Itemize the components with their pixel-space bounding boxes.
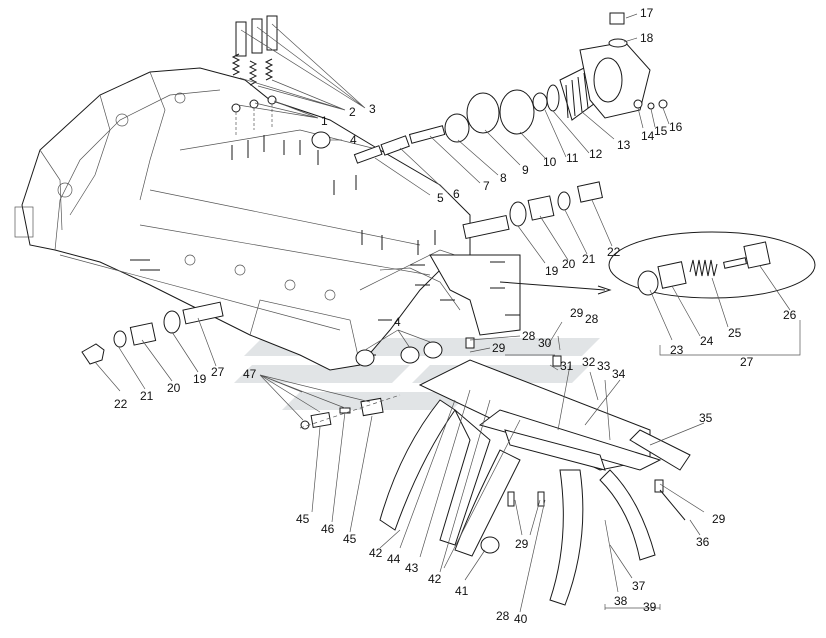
housing-studs xyxy=(130,135,520,356)
callout-4-bushings: 4 xyxy=(394,315,401,329)
callout-3: 3 xyxy=(369,102,376,116)
callout-labels: 1 2 3 4 5 6 7 8 9 10 11 12 13 14 15 16 1… xyxy=(114,6,797,626)
callout-28-b: 28 xyxy=(585,312,599,326)
shift-bushings xyxy=(355,337,562,367)
callout-40: 40 xyxy=(514,612,528,626)
callout-31: 31 xyxy=(560,359,574,373)
callout-12: 12 xyxy=(589,147,603,161)
callout-14: 14 xyxy=(641,129,655,143)
callout-26: 26 xyxy=(783,308,797,322)
callout-8: 8 xyxy=(500,171,507,185)
callout-11: 11 xyxy=(566,151,579,165)
callout-2: 2 xyxy=(349,105,356,119)
callout-10: 10 xyxy=(543,155,557,169)
callout-23: 23 xyxy=(670,343,684,357)
callout-27-left: 27 xyxy=(211,365,225,379)
callout-28-a: 28 xyxy=(522,329,536,343)
callout-18: 18 xyxy=(640,31,654,45)
callout-6: 6 xyxy=(453,187,460,201)
callout-45-b: 45 xyxy=(343,532,357,546)
gearbox-housing xyxy=(14,67,521,371)
callout-20-left: 20 xyxy=(167,381,181,395)
callout-37: 37 xyxy=(632,579,646,593)
callout-42-b: 42 xyxy=(428,572,442,586)
callout-33: 33 xyxy=(597,359,611,373)
shift-rails-forks xyxy=(379,359,691,606)
callout-1: 1 xyxy=(321,114,328,128)
callout-43: 43 xyxy=(405,561,419,575)
callout-32: 32 xyxy=(582,355,596,369)
interlock-parts xyxy=(299,394,401,430)
callout-22: 22 xyxy=(607,245,621,259)
callout-29-c: 29 xyxy=(712,512,726,526)
callout-21-left: 21 xyxy=(140,389,154,403)
detent-pins-springs-balls xyxy=(231,15,278,135)
callout-13: 13 xyxy=(617,138,631,152)
callout-25: 25 xyxy=(728,326,742,340)
callout-19-left: 19 xyxy=(193,372,207,386)
callout-21: 21 xyxy=(582,252,596,266)
callout-35: 35 xyxy=(699,411,713,425)
callout-46: 46 xyxy=(321,522,335,536)
callout-28-c: 28 xyxy=(496,609,510,623)
callout-20: 20 xyxy=(562,257,576,271)
left-detent-assembly xyxy=(81,301,224,365)
callout-19: 19 xyxy=(545,264,559,278)
callout-22-left: 22 xyxy=(114,397,128,411)
callout-38: 38 xyxy=(614,594,628,608)
callout-39: 39 xyxy=(643,600,657,614)
callout-9: 9 xyxy=(522,163,529,177)
callout-44: 44 xyxy=(387,552,401,566)
callout-17: 17 xyxy=(640,6,654,20)
callout-36: 36 xyxy=(696,535,710,549)
callout-41: 41 xyxy=(455,584,469,598)
detail-inset xyxy=(499,231,816,299)
callout-45-a: 45 xyxy=(296,512,310,526)
callout-42-a: 42 xyxy=(369,546,383,560)
callout-29-d: 29 xyxy=(515,537,529,551)
callout-29-b: 29 xyxy=(570,306,584,320)
callout-24: 24 xyxy=(700,334,714,348)
leader-lines xyxy=(94,13,801,613)
right-detent-assembly xyxy=(462,181,604,240)
callout-47: 47 xyxy=(243,367,257,381)
callout-4: 4 xyxy=(350,133,357,147)
rear-cover-assembly xyxy=(311,12,668,164)
callout-15: 15 xyxy=(654,124,668,138)
callout-29-a: 29 xyxy=(492,341,506,355)
callout-16: 16 xyxy=(669,120,683,134)
callout-30: 30 xyxy=(538,336,552,350)
callout-5: 5 xyxy=(437,191,444,205)
callout-34: 34 xyxy=(612,367,626,381)
callout-27: 27 xyxy=(740,355,754,369)
callout-7: 7 xyxy=(483,179,490,193)
